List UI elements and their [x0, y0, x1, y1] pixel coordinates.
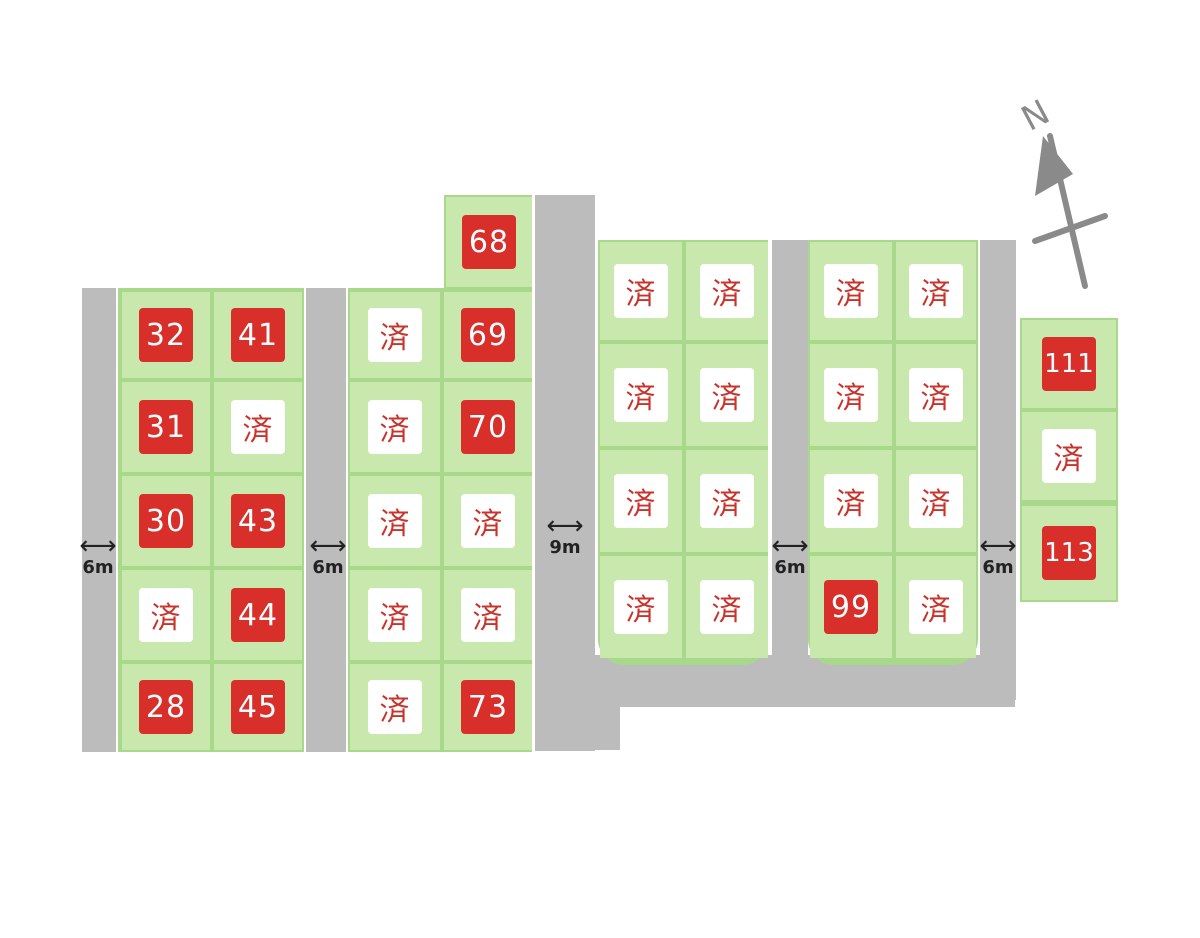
lot-sold[interactable]: 済: [896, 450, 976, 552]
sold-badge: 済: [614, 264, 668, 318]
lot-sold[interactable]: 済: [122, 570, 210, 660]
lot-available-99[interactable]: 99: [810, 556, 892, 658]
lot-available-43[interactable]: 43: [214, 476, 302, 566]
lot-available-70[interactable]: 70: [444, 382, 532, 472]
sold-badge: 済: [368, 494, 422, 548]
lot-number-badge: 31: [139, 400, 193, 454]
lot-available-31[interactable]: 31: [122, 382, 210, 472]
sold-badge: 済: [614, 368, 668, 422]
lot-sold[interactable]: 済: [600, 242, 682, 340]
road-connector-lower: [595, 700, 620, 750]
road-width-9m: ⟷ 9m: [535, 511, 595, 558]
lot-sold[interactable]: 済: [896, 344, 976, 446]
road-6m-east: [980, 240, 1016, 700]
lot-sold[interactable]: 済: [350, 570, 440, 660]
road-9m: [535, 195, 595, 751]
lot-number-badge: 111: [1042, 337, 1096, 391]
double-arrow-icon: ⟷: [309, 531, 347, 561]
lot-sold[interactable]: 済: [686, 556, 768, 658]
lot-number-badge: 28: [139, 680, 193, 734]
sold-badge: 済: [909, 368, 963, 422]
road-width-west: ⟷ 6m: [68, 531, 128, 578]
lot-sold[interactable]: 済: [350, 664, 440, 750]
lot-available-69[interactable]: 69: [444, 292, 532, 378]
double-arrow-icon: ⟷: [546, 511, 584, 541]
lot-available-113[interactable]: 113: [1022, 506, 1116, 600]
lot-sold[interactable]: 済: [350, 476, 440, 566]
sold-badge: 済: [824, 368, 878, 422]
road-6m-second: [306, 288, 346, 752]
sold-badge: 済: [824, 264, 878, 318]
compass-arrow-icon: [1032, 133, 1108, 289]
lot-available-68[interactable]: 68: [446, 197, 532, 287]
lot-sold[interactable]: 済: [444, 570, 532, 660]
sold-badge: 済: [700, 580, 754, 634]
lot-available-111[interactable]: 111: [1022, 320, 1116, 408]
north-compass: N: [1015, 92, 1115, 296]
lot-sold[interactable]: 済: [600, 450, 682, 552]
lot-available-45[interactable]: 45: [214, 664, 302, 750]
sold-badge: 済: [461, 588, 515, 642]
double-arrow-icon: ⟷: [979, 531, 1017, 561]
lot-sold[interactable]: 済: [214, 382, 302, 472]
sold-badge: 済: [461, 494, 515, 548]
lot-number-badge: 30: [139, 494, 193, 548]
lot-sold[interactable]: 済: [896, 556, 976, 658]
lot-number-badge: 69: [461, 308, 515, 362]
road-width-second: ⟷ 6m: [298, 531, 358, 578]
lot-available-32[interactable]: 32: [122, 292, 210, 378]
sold-badge: 済: [231, 400, 285, 454]
lot-number-badge: 44: [231, 588, 285, 642]
lot-number-badge: 45: [231, 680, 285, 734]
double-arrow-icon: ⟷: [771, 531, 809, 561]
sold-badge: 済: [1042, 429, 1096, 483]
lot-sold[interactable]: 済: [600, 344, 682, 446]
lot-number-badge: 68: [462, 215, 516, 269]
double-arrow-icon: ⟷: [79, 531, 117, 561]
lot-sold[interactable]: 済: [444, 476, 532, 566]
lot-sold[interactable]: 済: [1022, 412, 1116, 500]
lot-number-badge: 32: [139, 308, 193, 362]
lot-number-badge: 113: [1042, 526, 1096, 580]
sold-badge: 済: [909, 580, 963, 634]
sold-badge: 済: [368, 308, 422, 362]
lot-sold[interactable]: 済: [350, 292, 440, 378]
sold-badge: 済: [700, 368, 754, 422]
lot-number-badge: 73: [461, 680, 515, 734]
sold-badge: 済: [614, 474, 668, 528]
sold-badge: 済: [909, 264, 963, 318]
lot-available-28[interactable]: 28: [122, 664, 210, 750]
lot-sold[interactable]: 済: [600, 556, 682, 658]
lot-available-30[interactable]: 30: [122, 476, 210, 566]
lot-available-41[interactable]: 41: [214, 292, 302, 378]
lot-sold[interactable]: 済: [810, 242, 892, 340]
sold-badge: 済: [368, 400, 422, 454]
sold-badge: 済: [824, 474, 878, 528]
lot-sold[interactable]: 済: [686, 450, 768, 552]
sold-badge: 済: [368, 680, 422, 734]
lot-sold[interactable]: 済: [686, 344, 768, 446]
lot-available-73[interactable]: 73: [444, 664, 532, 750]
sold-badge: 済: [368, 588, 422, 642]
lot-number-badge: 99: [824, 580, 878, 634]
lot-available-44[interactable]: 44: [214, 570, 302, 660]
lot-sold[interactable]: 済: [810, 344, 892, 446]
lot-sold[interactable]: 済: [350, 382, 440, 472]
road-6m-fourth: [772, 240, 808, 660]
sold-badge: 済: [614, 580, 668, 634]
sold-badge: 済: [700, 474, 754, 528]
road-width-east: ⟷ 6m: [968, 531, 1028, 578]
sold-badge: 済: [909, 474, 963, 528]
lot-sold[interactable]: 済: [896, 242, 976, 340]
lot-number-badge: 70: [461, 400, 515, 454]
road-6m-west: [82, 288, 116, 752]
lot-number-badge: 41: [231, 308, 285, 362]
sold-badge: 済: [700, 264, 754, 318]
lot-sold[interactable]: 済: [810, 450, 892, 552]
road-width-fourth: ⟷ 6m: [760, 531, 820, 578]
sold-badge: 済: [139, 588, 193, 642]
lot-number-badge: 43: [231, 494, 285, 548]
lot-sold[interactable]: 済: [686, 242, 768, 340]
